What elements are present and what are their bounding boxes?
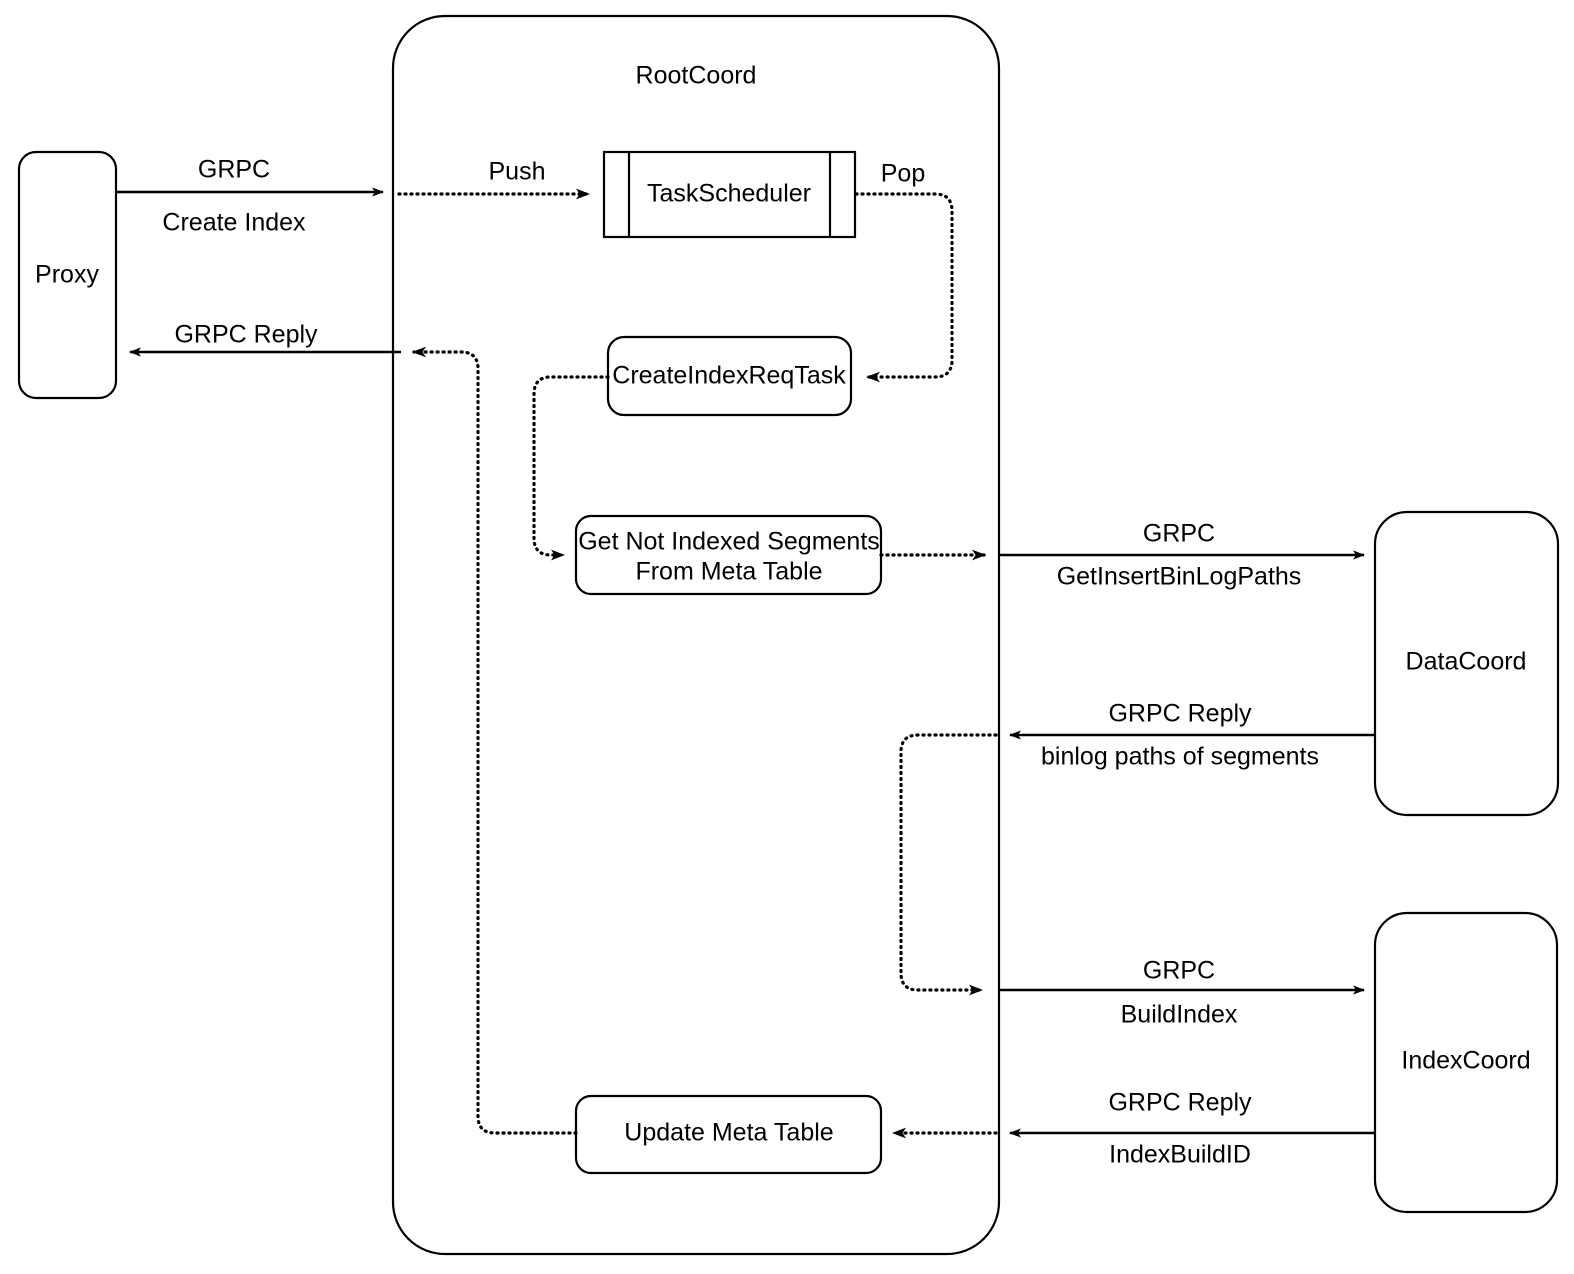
- task-scheduler-shape[interactable]: [602, 150, 857, 239]
- index-coord-shape[interactable]: [1373, 911, 1559, 1214]
- node-update-meta-table[interactable]: Update Meta Table: [574, 1094, 883, 1175]
- edge-rootcoord-to-datacoord: GRPC GetInsertBinLogPaths: [999, 520, 1365, 591]
- node-proxy[interactable]: Proxy: [17, 150, 118, 400]
- edge-rootcoord-to-indexcoord-label-line1: GRPC: [1143, 957, 1215, 985]
- node-task-scheduler[interactable]: TaskScheduler: [602, 150, 857, 239]
- edge-push-to-scheduler: Push: [397, 158, 590, 200]
- edge-pop-line: [854, 192, 954, 383]
- get-not-indexed-segments-label-line2: From Meta Table: [635, 558, 822, 586]
- get-not-indexed-segments-label-line1: Get Not Indexed Segments: [578, 528, 880, 556]
- rootcoord-container: RootCoord: [391, 14, 1001, 1256]
- edge-indexcoord-to-rootcoord: GRPC Reply IndexBuildID: [1009, 1089, 1375, 1169]
- node-get-not-indexed-segments[interactable]: Get Not Indexed Segments From Meta Table: [574, 514, 883, 596]
- edge-rootcoord-to-proxy-label: GRPC Reply: [174, 321, 318, 349]
- edge-rootcoord-to-datacoord-label-line2: GetInsertBinLogPaths: [1057, 563, 1302, 591]
- edge-proxy-to-rootcoord: GRPC Create Index: [116, 156, 384, 237]
- edge-task-to-get-segments: [532, 375, 610, 561]
- edge-proxy-to-rootcoord-label-line1: GRPC: [198, 156, 270, 184]
- edge-binlog-to-buildindex-loop: [899, 733, 998, 996]
- edge-task-to-get-segments-line: [532, 375, 610, 561]
- data-coord-label: DataCoord: [1406, 648, 1527, 676]
- update-meta-table-label: Update Meta Table: [624, 1119, 833, 1147]
- rootcoord-container-shape: [391, 14, 1001, 1256]
- edge-update-meta-table-to-reply: [412, 346, 578, 1135]
- edge-indexcoord-to-rootcoord-label-line1: GRPC Reply: [1108, 1089, 1252, 1117]
- edge-push-label: Push: [489, 158, 546, 186]
- node-create-index-req-task[interactable]: CreateIndexReqTask: [606, 335, 853, 417]
- edge-datacoord-to-rootcoord-label-line2: binlog paths of segments: [1041, 743, 1319, 771]
- edge-rootcoord-to-indexcoord: GRPC BuildIndex: [999, 957, 1365, 1029]
- edge-rootcoord-to-indexcoord-label-line2: BuildIndex: [1121, 1001, 1238, 1029]
- node-data-coord[interactable]: DataCoord: [1373, 510, 1560, 817]
- proxy-label: Proxy: [35, 261, 99, 289]
- create-index-req-task-label: CreateIndexReqTask: [612, 362, 846, 390]
- edge-pop-from-scheduler: Pop: [854, 160, 954, 383]
- edge-datacoord-to-rootcoord: GRPC Reply binlog paths of segments: [1009, 700, 1375, 771]
- edge-binlog-to-buildindex-loop-line: [899, 733, 998, 996]
- edge-rootcoord-to-proxy: GRPC Reply: [129, 321, 401, 357]
- proxy-shape[interactable]: [17, 150, 118, 400]
- edge-update-meta-table-to-reply-line: [412, 346, 578, 1135]
- node-index-coord[interactable]: IndexCoord: [1373, 911, 1559, 1214]
- edge-proxy-to-rootcoord-label-line2: Create Index: [162, 209, 306, 237]
- edge-pop-label: Pop: [881, 160, 925, 188]
- index-coord-label: IndexCoord: [1401, 1047, 1530, 1075]
- edge-rootcoord-to-datacoord-label-line1: GRPC: [1143, 520, 1215, 548]
- edge-datacoord-to-rootcoord-label-line1: GRPC Reply: [1108, 700, 1252, 728]
- edge-indexcoord-to-rootcoord-label-line2: IndexBuildID: [1109, 1141, 1251, 1169]
- task-scheduler-label: TaskScheduler: [647, 180, 811, 208]
- rootcoord-label: RootCoord: [636, 62, 757, 90]
- data-coord-shape[interactable]: [1373, 510, 1560, 817]
